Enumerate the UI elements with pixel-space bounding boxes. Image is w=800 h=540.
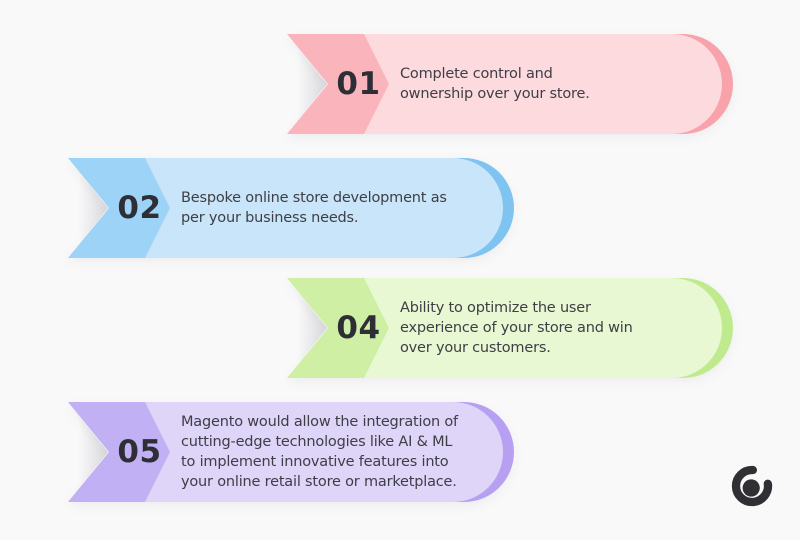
benefit-banner-04: 04 Ability to optimize the user experien… <box>287 278 733 378</box>
benefit-banner-05: 05 Magento would allow the integration o… <box>68 402 514 502</box>
benefit-text: Ability to optimize the user experience … <box>400 300 633 356</box>
benefit-banner-02: 02 Bespoke online store development as p… <box>68 158 514 258</box>
brand-logo-icon <box>731 465 773 507</box>
banner-body <box>357 34 722 134</box>
banner-body <box>138 402 503 502</box>
step-number: 04 <box>336 310 381 346</box>
banner-body <box>357 278 722 378</box>
benefit-banner-01: 01 Complete control and ownership over y… <box>287 34 733 134</box>
benefit-text: Magento would allow the integration of c… <box>181 414 458 490</box>
step-number: 01 <box>336 66 381 102</box>
banner-body <box>138 158 503 258</box>
benefit-text: Complete control and ownership over your… <box>400 66 590 102</box>
benefit-text: Bespoke online store development as per … <box>181 190 447 226</box>
step-number: 05 <box>117 434 162 470</box>
step-number: 02 <box>117 190 162 226</box>
